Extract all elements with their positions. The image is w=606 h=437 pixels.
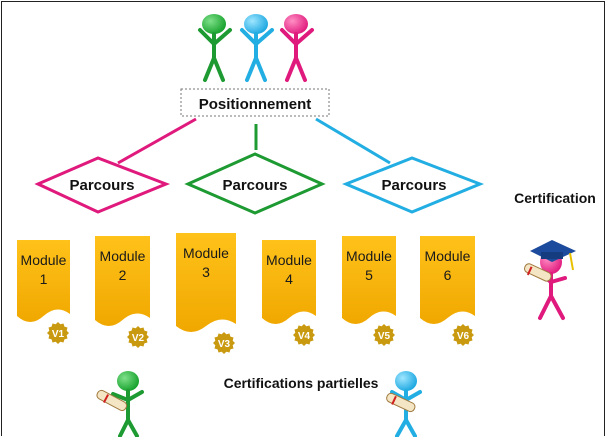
module-shape [420, 236, 475, 324]
person-pink-icon [280, 14, 314, 82]
module-word: Module [21, 252, 67, 268]
parcours-pink: Parcours [34, 156, 171, 214]
module-number: 1 [40, 271, 48, 287]
badge-seal-icon [127, 326, 149, 348]
module-number: 3 [202, 264, 210, 280]
module-shape [17, 240, 70, 322]
module-badge-label: V1 [52, 329, 65, 340]
module-word: Module [183, 245, 229, 261]
connector-pink [117, 117, 197, 165]
parcours-label-1: Parcours [69, 177, 134, 194]
person-green-icon [198, 14, 232, 82]
badge-seal-icon [213, 332, 235, 354]
module-word: Module [346, 248, 392, 264]
connector-blue [315, 117, 391, 165]
graduate-icon [524, 240, 576, 320]
module-card-2: Module 2V2 [95, 236, 150, 348]
module-number: 2 [119, 267, 127, 283]
module-card-1: Module 1V1 [17, 240, 70, 344]
module-word: Module [425, 248, 471, 264]
parcours-green: Parcours [184, 152, 326, 215]
diploma-blue-person-icon [386, 371, 422, 437]
module-badge-label: V6 [457, 331, 470, 342]
module-badge-label: V4 [298, 331, 311, 342]
positionnement-label: Positionnement [199, 96, 312, 113]
module-number: 4 [285, 271, 293, 287]
module-card-5: Module 5V5 [342, 236, 396, 346]
module-word: Module [100, 248, 146, 264]
certifications-partielles-label: Certifications partielles [224, 375, 379, 391]
badge-seal-icon [293, 324, 315, 346]
badge-seal-icon [452, 324, 474, 346]
module-badge-label: V2 [132, 333, 145, 344]
module-card-6: Module 6V6 [420, 236, 475, 346]
badge-seal-icon [373, 324, 395, 346]
module-card-4: Module 4V4 [262, 240, 316, 346]
module-number: 6 [444, 267, 452, 283]
module-shape [95, 236, 150, 326]
parcours-label-3: Parcours [381, 177, 446, 194]
badge-seal-icon [47, 322, 69, 344]
module-badge-label: V3 [218, 339, 231, 350]
module-badge-label: V5 [378, 331, 391, 342]
module-shape [176, 233, 236, 332]
person-blue-icon [240, 14, 274, 82]
positionnement-box: Positionnement [180, 88, 330, 117]
parcours-blue: Parcours [342, 156, 485, 214]
parcours-label-2: Parcours [222, 177, 287, 194]
certification-label: Certification [514, 190, 596, 206]
module-word: Module [266, 252, 312, 268]
diploma-green-person-icon [96, 371, 144, 437]
module-card-3: Module 3V3 [176, 233, 236, 354]
modules-row: Module1V1Module2V2Module3V3Module4V4Modu… [17, 233, 475, 354]
module-shape [262, 240, 316, 324]
module-shape [342, 236, 396, 324]
module-number: 5 [365, 267, 373, 283]
